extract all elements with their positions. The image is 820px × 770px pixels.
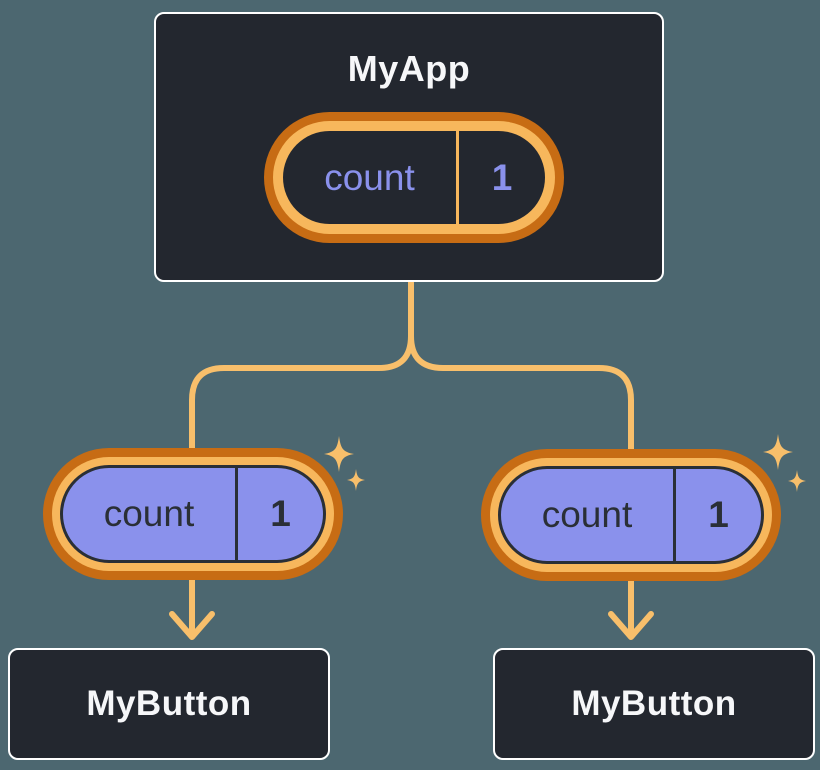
state-value: 1 bbox=[235, 468, 323, 560]
state-value: 1 bbox=[673, 469, 761, 561]
state-value: 1 bbox=[456, 131, 545, 224]
sparkle-icon bbox=[788, 470, 806, 492]
component-card-mybutton-left: MyButton bbox=[8, 648, 330, 760]
component-card-myapp: MyApp count 1 bbox=[154, 12, 664, 282]
state-pill-ring: count 1 bbox=[52, 457, 334, 571]
state-name: count bbox=[324, 156, 415, 198]
state-pill-ring: count 1 bbox=[273, 121, 555, 234]
state-pill-root: count 1 bbox=[264, 112, 564, 243]
component-title: MyButton bbox=[86, 684, 252, 723]
state-pill-body: count 1 bbox=[60, 465, 326, 563]
component-title: MyButton bbox=[571, 684, 737, 723]
arrowhead-right-icon bbox=[608, 611, 654, 640]
state-pill-left: count 1 bbox=[43, 448, 343, 580]
branch-line-right bbox=[408, 280, 634, 637]
sparkle-icon bbox=[347, 469, 365, 491]
sparkle-icon bbox=[324, 436, 354, 472]
sparkle-icon bbox=[763, 434, 793, 470]
state-pill-ring: count 1 bbox=[490, 458, 772, 572]
state-pill-body: count 1 bbox=[283, 131, 545, 224]
component-card-mybutton-right: MyButton bbox=[493, 648, 815, 760]
arrowhead-left-icon bbox=[169, 611, 215, 640]
component-title: MyApp bbox=[347, 48, 471, 89]
state-pill-body: count 1 bbox=[498, 466, 764, 564]
branch-line-left bbox=[189, 280, 414, 637]
state-pill-right: count 1 bbox=[481, 449, 781, 581]
state-name: count bbox=[541, 494, 633, 535]
state-name: count bbox=[103, 493, 195, 534]
